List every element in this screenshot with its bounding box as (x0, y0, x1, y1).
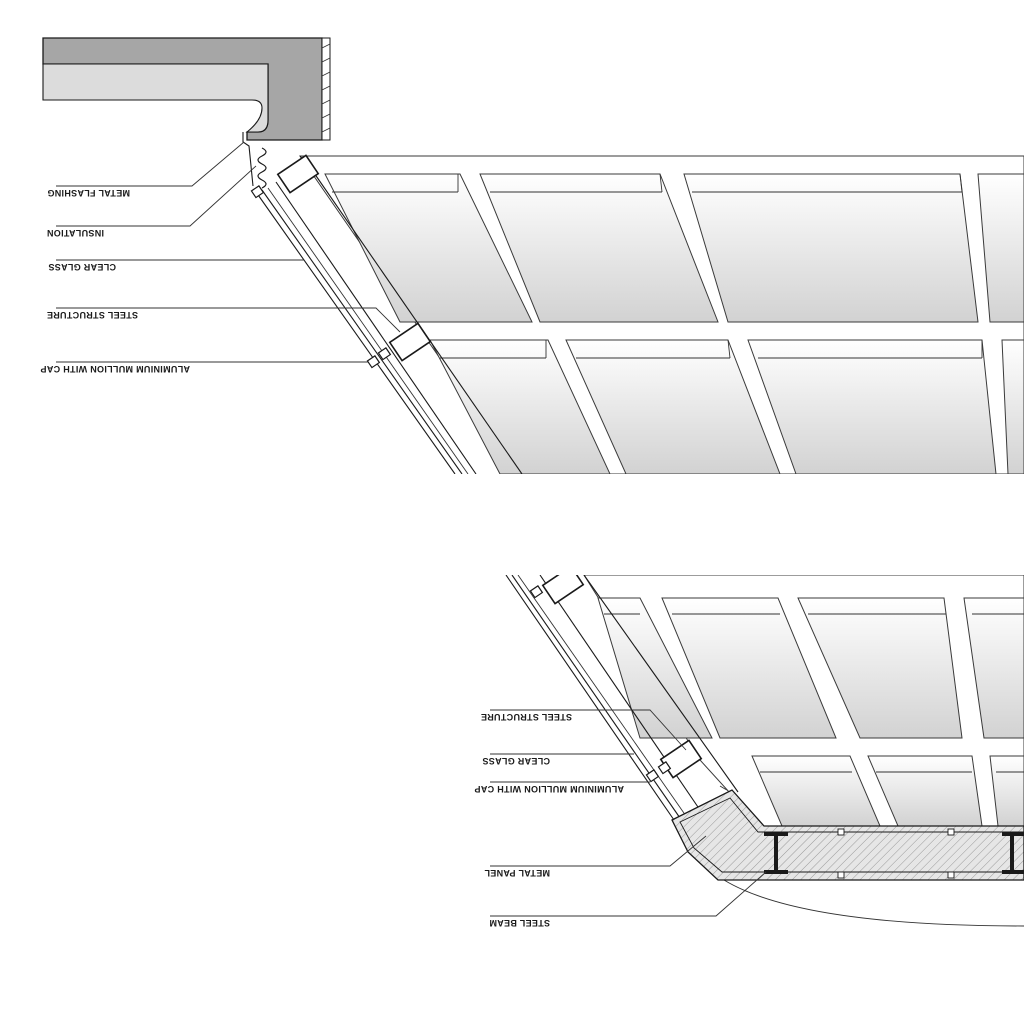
glazing-grid-bottom (583, 575, 1024, 827)
label-metal-panel-bottom: METAL PANEL (484, 868, 550, 878)
steel-structure-box-1 (276, 154, 320, 194)
steel-beam-right (1002, 832, 1024, 874)
steel-structure-box-3 (541, 575, 585, 605)
glazing-grid (299, 155, 1024, 474)
label-insulation-top: INSULATION (47, 228, 104, 238)
concrete-slab (42, 37, 331, 141)
label-steel-structure-bottom: STEEL STRUCTURE (481, 712, 572, 722)
label-aluminium-mullion-bottom: ALUMINIUM MULLION WITH CAP (474, 784, 624, 794)
label-aluminium-mullion-top: ALUMINIUM MULLION WITH CAP (40, 364, 190, 374)
mullion-cap-1 (250, 185, 265, 199)
steel-beam-left (764, 832, 788, 874)
steel-structure-box-2 (388, 322, 432, 362)
top-detail: METAL FLASHING INSULATION CLEAR GLASS ST… (40, 37, 1024, 474)
metal-flashing (242, 132, 254, 187)
mullion-cap-2 (366, 355, 381, 369)
sloped-section (250, 154, 523, 474)
label-clear-glass-bottom: CLEAR GLASS (482, 756, 550, 766)
label-steel-beam-bottom: STEEL BEAM (489, 918, 550, 928)
sloped-section-bottom (505, 575, 739, 821)
bottom-leaders (490, 709, 767, 917)
label-steel-structure-top: STEEL STRUCTURE (47, 310, 138, 320)
label-clear-glass-top: CLEAR GLASS (48, 262, 116, 272)
bottom-detail: STEEL STRUCTURE CLEAR GLASS ALUMINIUM MU… (474, 575, 1024, 928)
top-leaders (56, 141, 401, 363)
metal-panel (671, 789, 1024, 881)
label-metal-flashing-top: METAL FLASHING (47, 188, 130, 198)
mullion-cap-4 (645, 769, 660, 783)
mullion-cap-3 (529, 585, 544, 599)
insulation (257, 147, 267, 189)
